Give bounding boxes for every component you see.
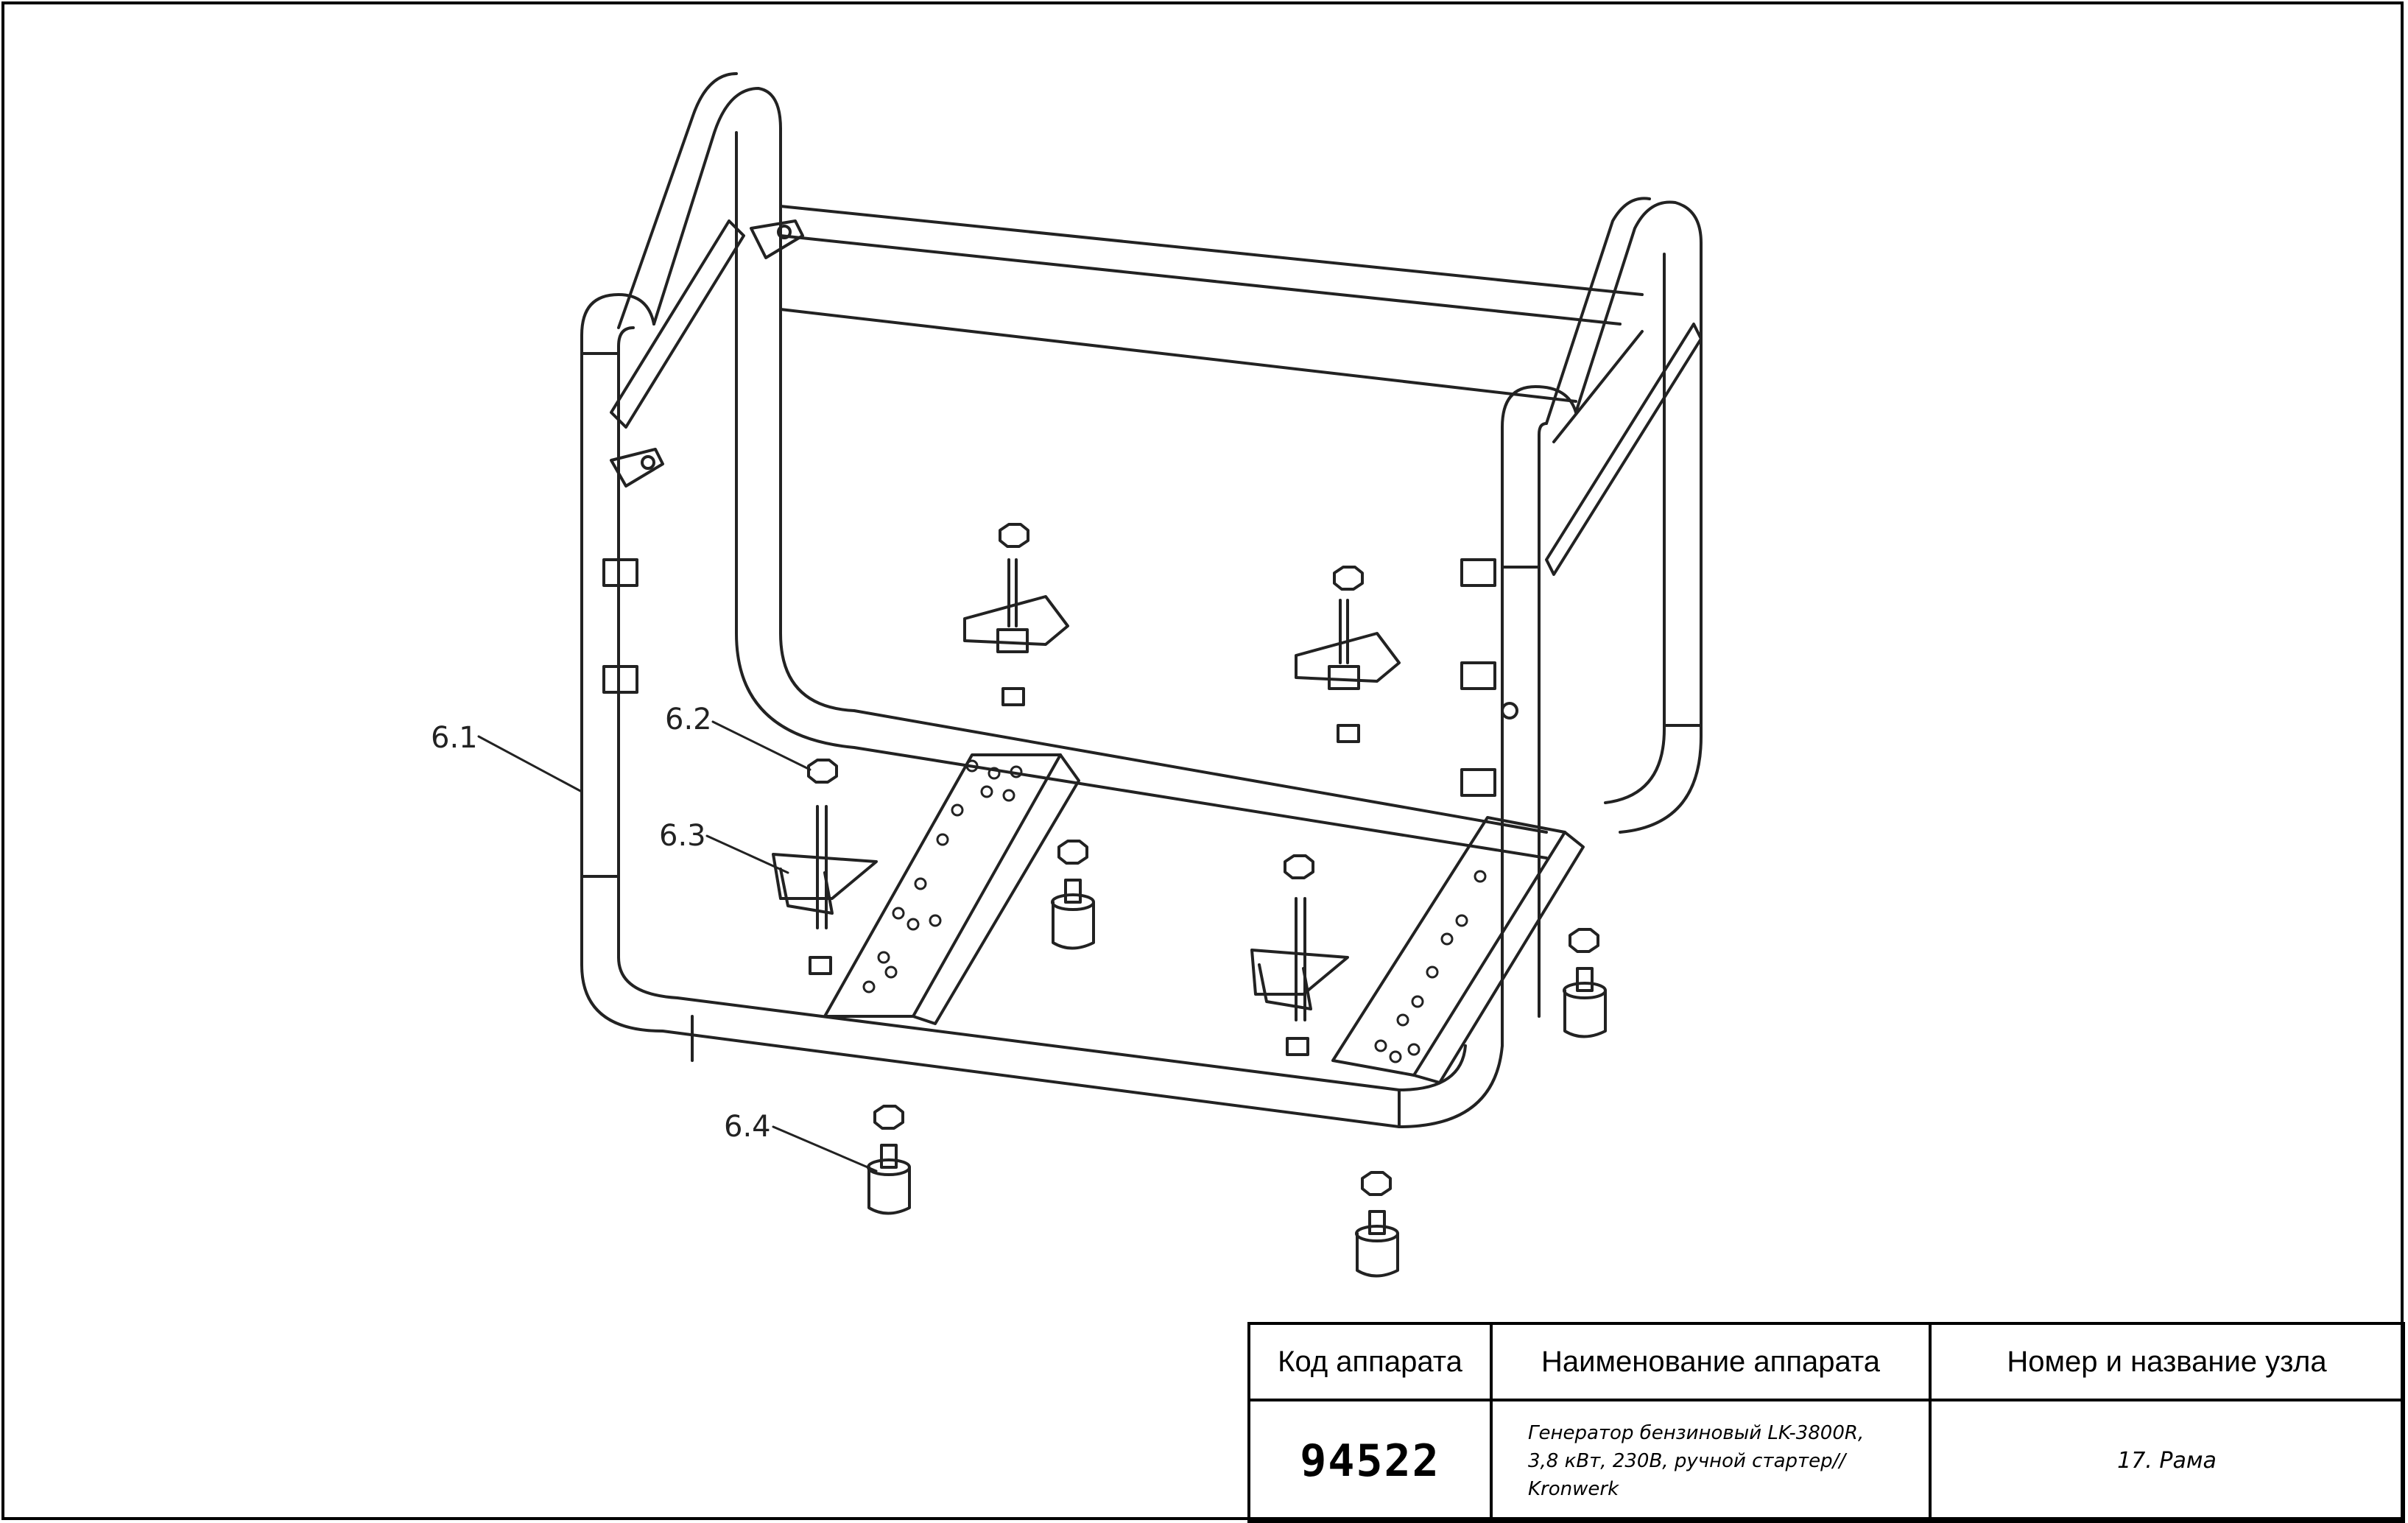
bottom-mount-rail-left	[823, 753, 1080, 1025]
callout-6-4: 6.4	[724, 1110, 771, 1144]
title-block: Код аппарата Наименование аппарата Номер…	[1247, 1322, 2405, 1523]
engine-mount-rear-left	[963, 523, 1069, 706]
engine-mount-front-left	[772, 759, 878, 975]
device-name-line-1: Генератор бензиновый LK-3800R,	[1528, 1421, 1865, 1444]
rubber-foot-2	[1563, 928, 1607, 1038]
side-bracket-rails	[610, 219, 1703, 576]
callout-6-2: 6.2	[665, 703, 712, 736]
header-code: Код аппарата	[1247, 1322, 1493, 1401]
device-name-line-2: 3,8 кВт, 230В, ручной стартер//	[1528, 1449, 1846, 1472]
rubber-foot-3	[867, 1105, 911, 1215]
bottom-mount-rail-right	[1331, 816, 1585, 1084]
rail-holes	[862, 759, 1487, 1063]
engine-mount-rear-right	[1295, 566, 1401, 743]
callout-6-1: 6.1	[431, 721, 478, 755]
rubber-foot-1	[1051, 840, 1095, 950]
mounting-tabs	[602, 219, 1518, 797]
node-name: 17. Рама	[1929, 1399, 2405, 1523]
left-frame-tube	[580, 72, 1548, 1128]
leader-lines	[477, 720, 878, 1172]
top-cross-bars	[779, 205, 1644, 403]
header-name: Наименование аппарата	[1490, 1322, 1932, 1401]
right-frame-tube	[1501, 197, 1703, 1047]
rubber-foot-4	[1355, 1171, 1399, 1278]
header-node: Номер и название узла	[1929, 1322, 2405, 1401]
device-name-line-3: Kronwerk	[1528, 1477, 1619, 1500]
device-name: Генератор бензиновый LK-3800R, 3,8 кВт, …	[1490, 1399, 1932, 1523]
device-code: 94522	[1247, 1399, 1493, 1523]
engine-mount-front-right	[1250, 854, 1349, 1056]
callout-6-3: 6.3	[659, 819, 706, 853]
